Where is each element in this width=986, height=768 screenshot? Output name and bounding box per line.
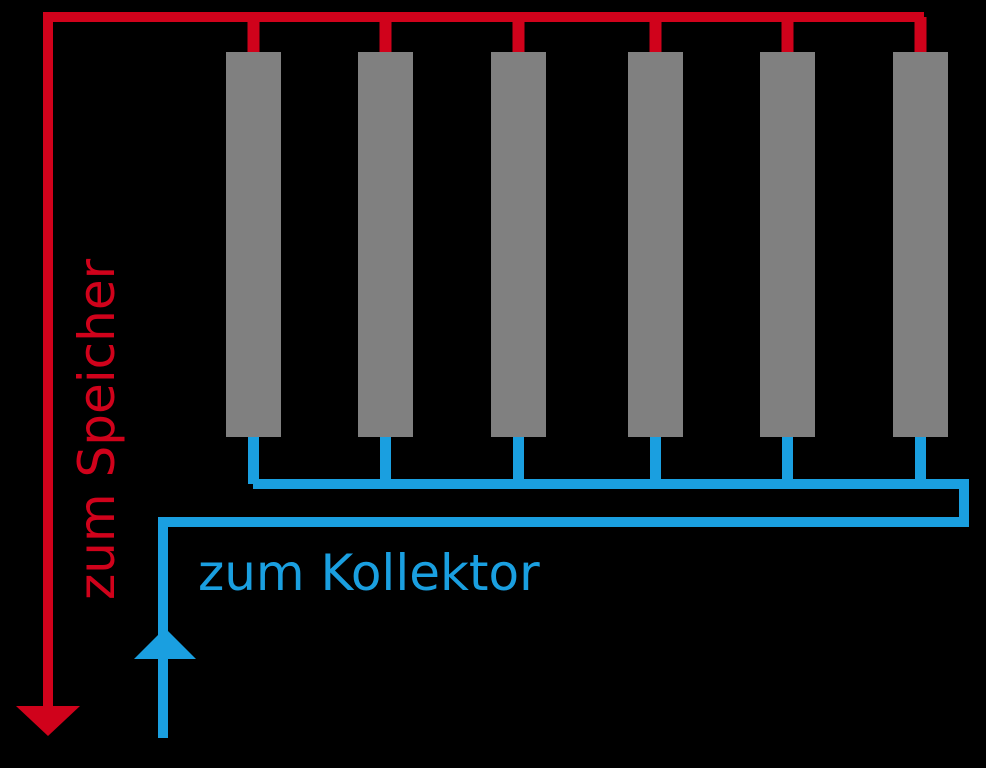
collector-panel bbox=[628, 52, 683, 437]
collector-panel bbox=[226, 52, 281, 437]
cold-pipe bbox=[134, 479, 969, 738]
cold-connectors bbox=[248, 437, 926, 484]
collector-panel bbox=[358, 52, 413, 437]
hot-flow-arrow-down bbox=[16, 706, 80, 736]
collector-panel bbox=[760, 52, 815, 437]
collector-panel bbox=[491, 52, 546, 437]
hot-pipe bbox=[16, 12, 924, 736]
hot-header-line bbox=[43, 12, 924, 715]
cold-flow-arrow-up bbox=[134, 628, 196, 659]
collector-panels bbox=[226, 52, 948, 437]
hot-connectors bbox=[247, 17, 927, 52]
to-collector-label: zum Kollektor bbox=[198, 544, 540, 602]
cold-manifold-line bbox=[158, 479, 969, 738]
collector-panel bbox=[893, 52, 948, 437]
to-storage-label: zum Speicher bbox=[68, 258, 126, 600]
